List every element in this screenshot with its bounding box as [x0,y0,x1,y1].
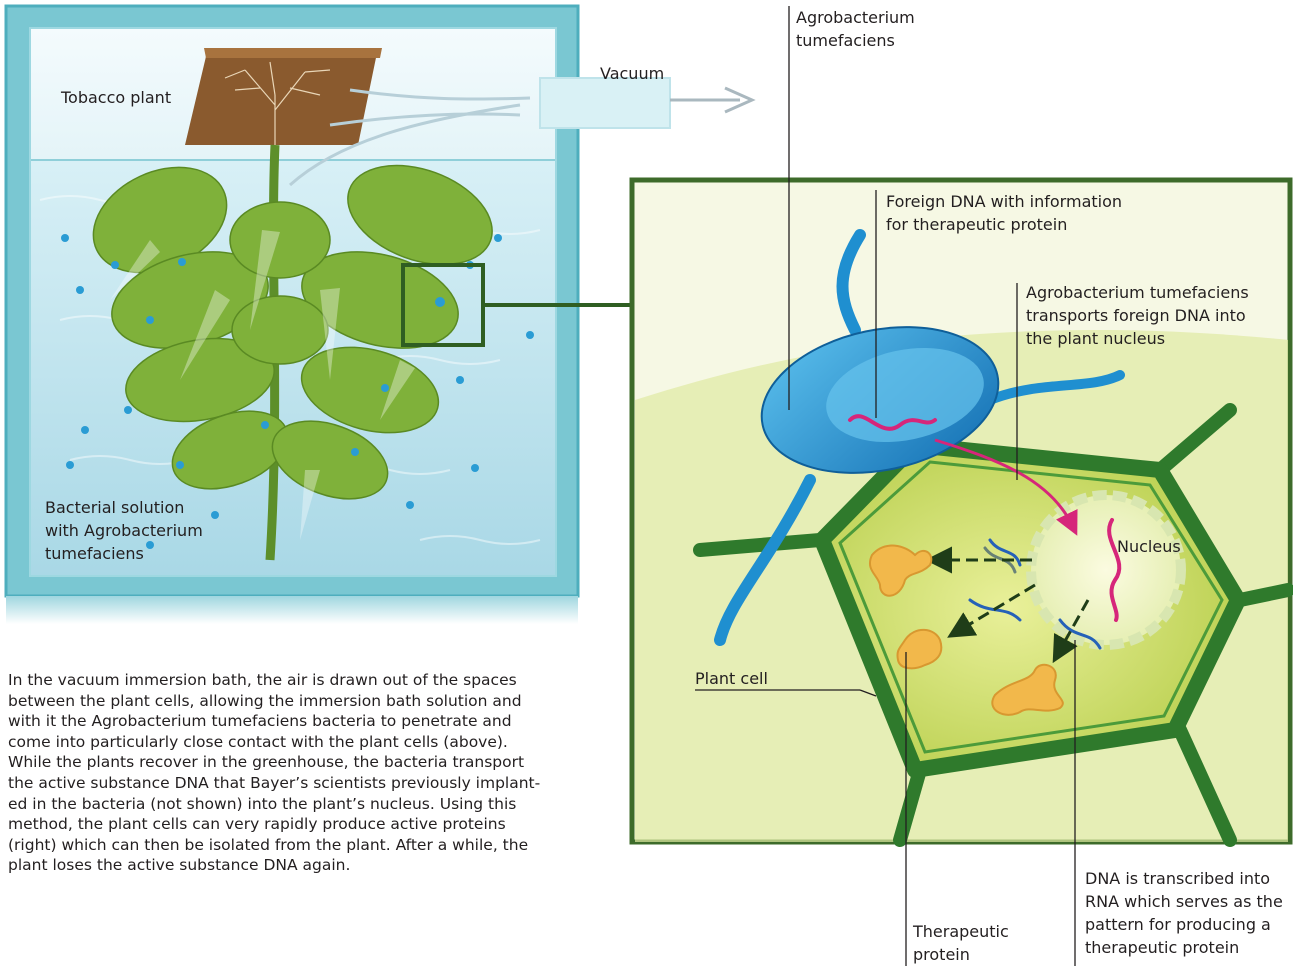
vacuum-label: Vacuum [600,62,664,85]
nucleus [1031,495,1181,645]
transports-label: Agrobacterium tumefaciens transports for… [1026,281,1249,350]
bacterial-solution-label: Bacterial solution with Agrobacterium tu… [45,496,203,565]
caption-paragraph: In the vacuum immersion bath, the air is… [8,670,608,876]
agrobacterium-label: Agrobacterium tumefaciens [796,6,915,52]
therapeutic-protein-label: Therapeutic protein [913,920,1009,966]
foreign-dna-label: Foreign DNA with information for therape… [886,190,1122,236]
caption-line: between the plant cells, allowing the im… [8,691,608,712]
plant-pot [185,48,382,145]
zoom-panel [632,180,1290,842]
plant-cell-label: Plant cell [695,667,768,690]
tobacco-plant-label: Tobacco plant [61,86,171,109]
caption-line: (right) which can then be isolated from … [8,835,608,856]
caption-line: come into particularly close contact wit… [8,732,608,753]
caption-line: method, the plant cells can very rapidly… [8,814,608,835]
caption-line: While the plants recover in the greenhou… [8,752,608,773]
caption-line: with it the Agrobacterium tumefaciens ba… [8,711,608,732]
caption-line: plant loses the active substance DNA aga… [8,855,608,876]
caption-line: ed in the bacteria (not shown) into the … [8,794,608,815]
caption-line: In the vacuum immersion bath, the air is… [8,670,608,691]
nucleus-label: Nucleus [1117,535,1181,558]
caption-line: the active substance DNA that Bayer’s sc… [8,773,608,794]
dna-transcribed-label: DNA is transcribed into RNA which serves… [1085,867,1283,959]
